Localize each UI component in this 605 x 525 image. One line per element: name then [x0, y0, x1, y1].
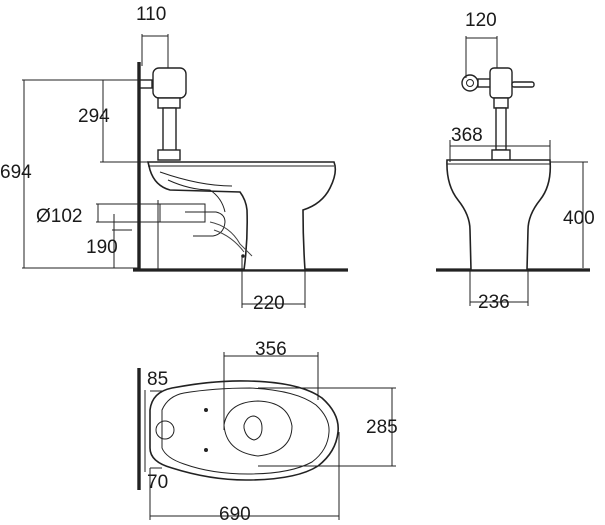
dim-label-294: 294 — [78, 106, 110, 127]
dim-overall-height: 694 — [0, 79, 140, 269]
dim-label-368: 368 — [451, 125, 483, 146]
toilet-bowl-side — [146, 161, 337, 271]
front-view: 120 368 400 236 — [436, 10, 595, 313]
dim-label-85: 85 — [147, 369, 168, 390]
flush-valve-side — [139, 67, 187, 161]
dim-base-width: 236 — [469, 270, 529, 313]
dim-label-694: 694 — [0, 162, 32, 183]
dim-label-356: 356 — [255, 339, 287, 360]
dim-rim-height: 400 — [550, 161, 595, 268]
dim-bowl-length: 356 — [223, 339, 319, 430]
dim-outlet-height: 190 — [86, 214, 132, 268]
dim-inlet-offset: 85 70 — [144, 369, 168, 493]
inlet-hole-top — [155, 420, 175, 440]
dim-outlet-diameter: Ø102 — [36, 203, 160, 227]
dim-flush-height: 294 — [78, 79, 150, 163]
dim-label-690: 690 — [219, 504, 251, 525]
dim-flush-offset: 110 — [136, 4, 169, 68]
flush-valve-front — [461, 67, 535, 161]
dim-label-285: 285 — [366, 417, 398, 438]
dim-label-400: 400 — [563, 208, 595, 229]
top-view: 85 70 356 285 690 — [137, 339, 398, 525]
toilet-bowl-front — [446, 159, 552, 271]
dim-label-220: 220 — [253, 293, 285, 314]
dim-label-190: 190 — [86, 237, 118, 258]
dim-rim-width: 368 — [449, 125, 551, 162]
dim-label-236: 236 — [478, 292, 510, 313]
dim-bowl-width: 285 — [258, 387, 398, 467]
dim-label-70: 70 — [147, 472, 168, 493]
dim-label-o102: Ø102 — [36, 206, 82, 227]
dim-overall-length: 690 — [149, 432, 340, 525]
dim-floor-outlet: 220 — [241, 256, 306, 314]
dim-label-120: 120 — [465, 10, 497, 31]
dim-label-110: 110 — [136, 4, 166, 25]
dim-flush-width: 120 — [465, 10, 498, 78]
side-view: 110 294 694 Ø102 190 — [0, 4, 348, 314]
bowl-opening-top — [223, 400, 293, 457]
